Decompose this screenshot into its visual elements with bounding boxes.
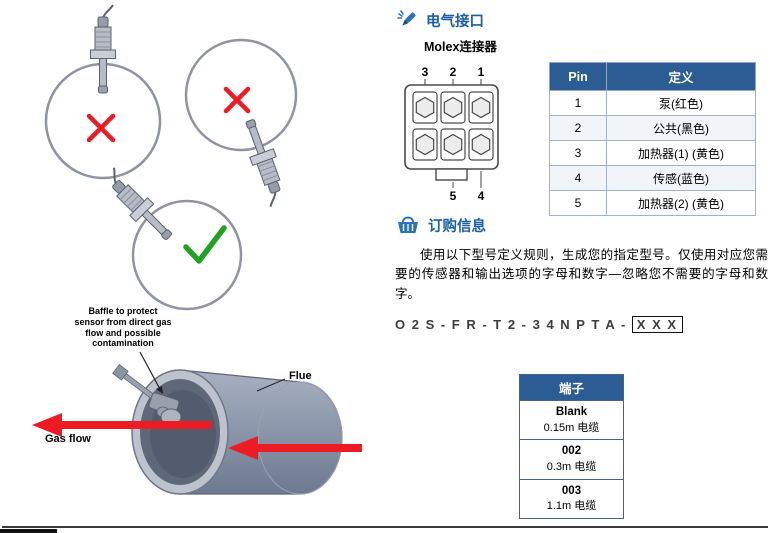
x-mark-icon [86, 113, 116, 143]
check-icon [183, 225, 227, 264]
terminal-desc: 0.3m 电缆 [546, 460, 597, 473]
pin-number: 4 [478, 189, 485, 203]
part-number-prefix: O 2 S - F R - T 2 - 3 4 N P T A - [395, 317, 627, 332]
table-row: Blank 0.15m 电缆 [519, 399, 624, 441]
gas-flow-arrow-out [32, 413, 212, 437]
terminal-code: Blank [555, 406, 588, 418]
pin-number: 2 [450, 65, 457, 79]
ordering-description: 使用以下型号定义规则，生成您的指定型号。仅使用对应您需要的传感器和输出选项的字母… [395, 248, 768, 301]
def-cell: 加热器(1) (黄色) [606, 140, 756, 166]
table-row: 002 0.3m 电缆 [519, 439, 624, 480]
table-row: 4 传感(蓝色) [549, 165, 756, 191]
terminal-code: 002 [561, 445, 582, 458]
flue-label: Flue [289, 370, 312, 382]
def-cell: 加热器(2) (黄色) [606, 190, 756, 216]
table-row: 003 1.1m 电缆 [519, 478, 624, 520]
pin-cell: 4 [549, 165, 607, 191]
baffle-note: Baffle to protect sensor from direct gas… [74, 306, 172, 349]
def-cell: 传感(蓝色) [606, 165, 756, 191]
table-row: 1 泵(红色) [549, 90, 756, 116]
pin-table-header-def: 定义 [606, 62, 756, 91]
pin-cell: 1 [549, 90, 607, 116]
gas-flow-label: Gas flow [45, 433, 91, 445]
electrical-interface-icon [397, 10, 416, 26]
correct-mounting [97, 165, 243, 311]
terminal-desc: 1.1m 电缆 [546, 500, 597, 513]
molex-connector-label: Molex连接器 [424, 40, 497, 54]
footer-divider [2, 526, 768, 528]
pin-table-header-pin: Pin [549, 62, 607, 91]
pin-cell: 3 [549, 140, 607, 166]
def-cell: 公共(黑色) [606, 115, 756, 141]
wrong-mounting-bottom [184, 38, 298, 209]
def-cell: 泵(红色) [606, 90, 756, 116]
wrong-mounting-vertical [44, 4, 162, 180]
pin-cell: 2 [549, 115, 607, 141]
flue-illustration [32, 351, 362, 495]
electrical-section-title: 电气接口 [426, 14, 484, 30]
terminal-table-header: 端子 [519, 374, 624, 401]
terminal-code: 003 [561, 484, 582, 497]
pin-number: 1 [478, 65, 485, 79]
molex-connector-diagram: 3 2 1 5 4 [404, 65, 499, 203]
part-number: O 2 S - F R - T 2 - 3 4 N P T A - X X X [395, 316, 683, 333]
pin-number: 5 [450, 189, 457, 203]
basket-icon [398, 216, 418, 233]
x-mark-icon [223, 86, 251, 114]
mounting-diagrams [32, 4, 362, 495]
table-row: 5 加热器(2) (黄色) [549, 190, 756, 216]
pin-cell: 5 [549, 190, 607, 216]
gas-flow-arrow-in [228, 436, 362, 460]
table-row: 3 加热器(1) (黄色) [549, 140, 756, 166]
terminal-desc: 0.15m 电缆 [543, 421, 600, 434]
terminal-table: 端子 Blank 0.15m 电缆 002 0.3m 电缆 003 1.1m 电… [519, 374, 624, 520]
ordering-section-title: 订购信息 [428, 219, 486, 235]
pin-table: Pin 定义 1 泵(红色) 2 公共(黑色) 3 加热器(1) (黄色) 4 … [549, 62, 756, 216]
table-row: 2 公共(黑色) [549, 115, 756, 141]
pin-number: 3 [422, 65, 429, 79]
footer-bar [0, 529, 57, 533]
part-number-suffix-box: X X X [631, 316, 683, 333]
